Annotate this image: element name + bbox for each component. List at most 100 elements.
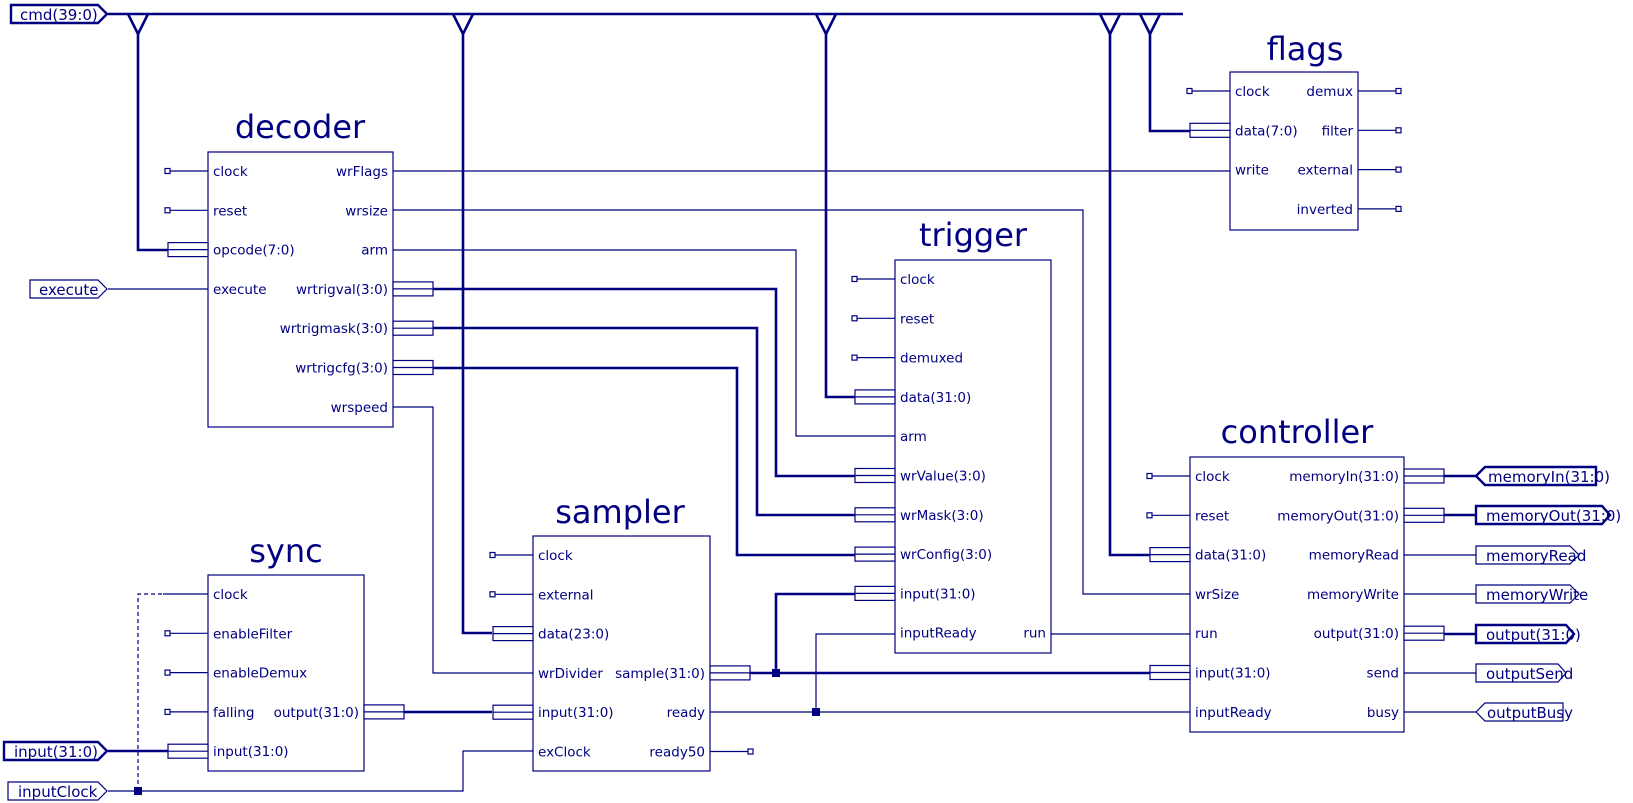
block-body[interactable] <box>894 259 1052 654</box>
pin-controller-out-0[interactable]: memoryIn(31:0) <box>1289 468 1445 485</box>
pin-trigger-in-5[interactable]: wrValue(3:0) <box>854 467 986 485</box>
pin-trigger-in-8[interactable]: input(31:0) <box>854 585 976 602</box>
pin-decoder-out-2[interactable]: arm <box>361 243 388 259</box>
pin-controller-out-2[interactable]: memoryRead <box>1309 548 1399 564</box>
pin-sampler-in-5[interactable]: exClock <box>538 745 591 761</box>
block-title: controller <box>1221 413 1375 451</box>
pin-trigger-in-0[interactable]: clock <box>851 272 935 288</box>
block-controller[interactable]: controller clock reset data(31:0) wrSize run i… <box>1146 413 1445 733</box>
block-body[interactable] <box>1229 71 1359 231</box>
pin-flags-out-1[interactable]: filter <box>1322 123 1402 139</box>
wire-wrspeed[interactable] <box>393 406 533 674</box>
port-memorywrite[interactable]: memoryWrite <box>1475 584 1588 604</box>
block-body[interactable] <box>207 151 394 428</box>
wire-wrtrigmask[interactable] <box>433 326 855 517</box>
pin-flags-in-2[interactable]: write <box>1235 163 1269 179</box>
pin-sync-in-4[interactable]: input(31:0) <box>167 743 289 760</box>
pin-controller-in-0[interactable]: clock <box>1146 469 1230 485</box>
wire-sample-to-trigger[interactable] <box>774 592 855 673</box>
pin-controller-out-5[interactable]: send <box>1367 666 1399 682</box>
port-memoryin[interactable]: memoryIn(31:0) <box>1474 465 1610 487</box>
block-body[interactable] <box>1189 456 1405 733</box>
block-body[interactable] <box>207 574 365 772</box>
pin-decoder-in-2[interactable]: opcode(7:0) <box>167 242 295 259</box>
pin-decoder-out-5[interactable]: wrtrigcfg(3:0) <box>295 359 434 377</box>
pin-sync-in-1[interactable]: enableFilter <box>164 626 293 642</box>
pin-controller-out-3[interactable]: memoryWrite <box>1307 587 1399 603</box>
pin-controller-out-1[interactable]: memoryOut(31:0) <box>1277 507 1445 524</box>
wire-wrtrigval[interactable] <box>433 287 855 478</box>
wire-inputclock-to-sync-clock-dashed[interactable] <box>137 593 163 791</box>
pin-flags-out-2[interactable]: external <box>1297 163 1402 179</box>
pin-controller-in-5[interactable]: input(31:0) <box>1149 664 1271 682</box>
pin-decoder-in-1[interactable]: reset <box>164 203 247 219</box>
pin-flags-out-3[interactable]: inverted <box>1297 202 1402 218</box>
pin-sync-in-0[interactable]: clock <box>213 587 248 603</box>
pin-flags-out-0[interactable]: demux <box>1306 84 1402 100</box>
pin-trigger-out-0[interactable]: run <box>1023 626 1046 642</box>
pin-sampler-out-1[interactable]: ready <box>667 705 705 721</box>
pin-sync-in-3[interactable]: falling <box>164 705 254 721</box>
pin-controller-in-3[interactable]: wrSize <box>1195 587 1239 603</box>
block-decoder[interactable]: decoderclockresetopcode(7:0)executewrFla… <box>164 108 434 428</box>
pin-trigger-in-6[interactable]: wrMask(3:0) <box>854 507 984 524</box>
block-flags[interactable]: flagsclockdata(7:0)writedemuxfilterexter… <box>1186 30 1402 231</box>
pin-trigger-in-4[interactable]: arm <box>900 429 927 445</box>
pin-sampler-in-4[interactable]: input(31:0) <box>492 704 614 721</box>
pin-decoder-out-1[interactable]: wrsize <box>345 203 388 219</box>
pin-sampler-in-1[interactable]: external <box>489 587 594 603</box>
pin-controller-in-6[interactable]: inputReady <box>1195 705 1272 721</box>
block-title: sampler <box>555 493 685 531</box>
pin-sampler-in-0[interactable]: clock <box>489 548 573 564</box>
pin-controller-in-2[interactable]: data(31:0) <box>1149 546 1266 564</box>
pin-decoder-out-3[interactable]: wrtrigval(3:0) <box>296 281 434 298</box>
block-sync[interactable]: syncclockenableFilterenableDemuxfallingi… <box>164 532 405 772</box>
block-body[interactable] <box>532 535 711 772</box>
wire-cmd-to-controller-data[interactable] <box>1108 34 1150 557</box>
pin-decoder-in-0[interactable]: clock <box>164 164 248 180</box>
pin-trigger-in-2[interactable]: demuxed <box>851 351 963 367</box>
wire-wrsize[interactable] <box>393 209 1190 595</box>
pin-trigger-in-7[interactable]: wrConfig(3:0) <box>854 546 992 563</box>
port-memoryread[interactable]: memoryRead <box>1475 545 1586 565</box>
pin-sampler-out-0[interactable]: sample(31:0) <box>615 665 751 682</box>
wire-arm[interactable] <box>393 249 895 437</box>
block-trigger[interactable]: trigger clock reset demuxed data(31:0) arm wrV… <box>851 216 1052 654</box>
pin-flags-in-1[interactable]: data(7:0) <box>1189 122 1298 139</box>
block-sampler[interactable]: sampler clock external data(23:0) wrDivider i… <box>489 493 754 772</box>
pin-decoder-in-3[interactable]: execute <box>213 282 267 298</box>
pin-sampler-out-2[interactable]: ready50 <box>649 745 754 761</box>
pin-sync-out-0[interactable]: output(31:0) <box>274 704 405 721</box>
pin-sync-in-2[interactable]: enableDemux <box>164 666 307 682</box>
pin-flags-in-0[interactable]: clock <box>1186 84 1270 100</box>
port-output[interactable]: output(31:0) <box>1474 623 1581 645</box>
port-cmd[interactable]: cmd(39:0) <box>9 3 109 25</box>
port-inputclock[interactable]: inputClock <box>7 781 108 801</box>
port-memoryout[interactable]: memoryOut(31:0) <box>1474 504 1621 526</box>
port-outputsend[interactable]: outputSend <box>1475 663 1573 683</box>
wire-inputclock[interactable] <box>108 750 533 792</box>
pin-trigger-in-3[interactable]: data(31:0) <box>854 389 971 406</box>
pin-controller-in-4[interactable]: run <box>1195 626 1218 642</box>
pin-sampler-in-2[interactable]: data(23:0) <box>492 625 609 643</box>
pin-controller-in-1[interactable]: reset <box>1146 508 1229 524</box>
port-outputbusy[interactable]: outputBusy <box>1475 702 1573 722</box>
pin-sampler-in-3[interactable]: wrDivider <box>538 666 603 682</box>
wire-ready-to-trigger[interactable] <box>815 633 895 712</box>
block-title: trigger <box>919 216 1028 254</box>
port-input[interactable]: input(31:0) <box>2 740 109 762</box>
wire-cmd-to-sampler-data[interactable] <box>461 34 492 635</box>
port-execute[interactable]: execute <box>29 279 108 299</box>
pin-label: input(31:0) <box>213 744 289 760</box>
pin-decoder-out-6[interactable]: wrspeed <box>331 400 388 416</box>
pin-trigger-in-1[interactable]: reset <box>851 311 934 327</box>
wire-cmd-to-opcode[interactable] <box>136 34 168 252</box>
pin-controller-out-6[interactable]: busy <box>1367 705 1399 721</box>
wire-cmd-to-trigger-data[interactable] <box>824 34 855 399</box>
pin-decoder-out-0[interactable]: wrFlags <box>336 164 388 180</box>
pin-decoder-out-4[interactable]: wrtrigmask(3:0) <box>280 320 434 337</box>
pin-trigger-in-9[interactable]: inputReady <box>900 626 977 642</box>
wire-wrtrigcfg[interactable] <box>433 366 855 557</box>
pin-controller-out-4[interactable]: output(31:0) <box>1314 625 1445 642</box>
wire-cmd-to-flags-data[interactable] <box>1148 34 1190 133</box>
